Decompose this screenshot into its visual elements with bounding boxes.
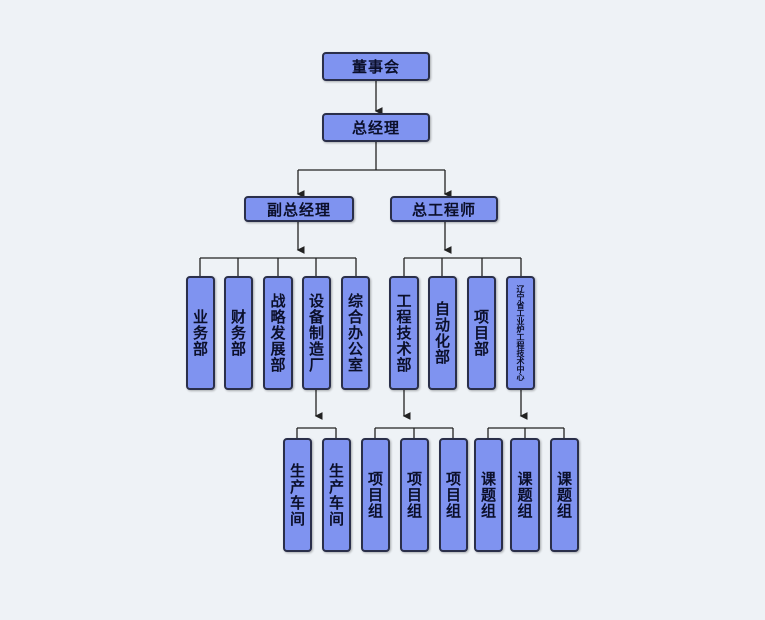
board-box: 董事会 xyxy=(322,52,430,81)
workshop-box: 生产车间 xyxy=(283,438,312,552)
workshop-box: 生产车间 xyxy=(322,438,351,552)
dept-box: 业务部 xyxy=(186,276,215,390)
general-manager-box: 总经理 xyxy=(322,113,430,142)
project-group-box: 项目组 xyxy=(361,438,390,552)
research-group-box: 课题组 xyxy=(510,438,540,552)
dept-box: 综合办公室 xyxy=(341,276,370,390)
dept-box: 工程技术部 xyxy=(389,276,419,390)
chief-engineer-box: 总工程师 xyxy=(390,196,498,222)
dept-box: 项目部 xyxy=(467,276,496,390)
project-group-box: 项目组 xyxy=(400,438,429,552)
dept-box: 设备制造厂 xyxy=(302,276,331,390)
research-group-box: 课题组 xyxy=(550,438,579,552)
deputy-gm-box: 副总经理 xyxy=(244,196,354,222)
project-group-box: 项目组 xyxy=(439,438,468,552)
dept-box: 战略发展部 xyxy=(263,276,293,390)
dept-box: 财务部 xyxy=(224,276,253,390)
dept-box: 自动化部 xyxy=(428,276,457,390)
dept-box: 辽宁省工业炉工程技术中心 xyxy=(506,276,535,390)
research-group-box: 课题组 xyxy=(474,438,503,552)
